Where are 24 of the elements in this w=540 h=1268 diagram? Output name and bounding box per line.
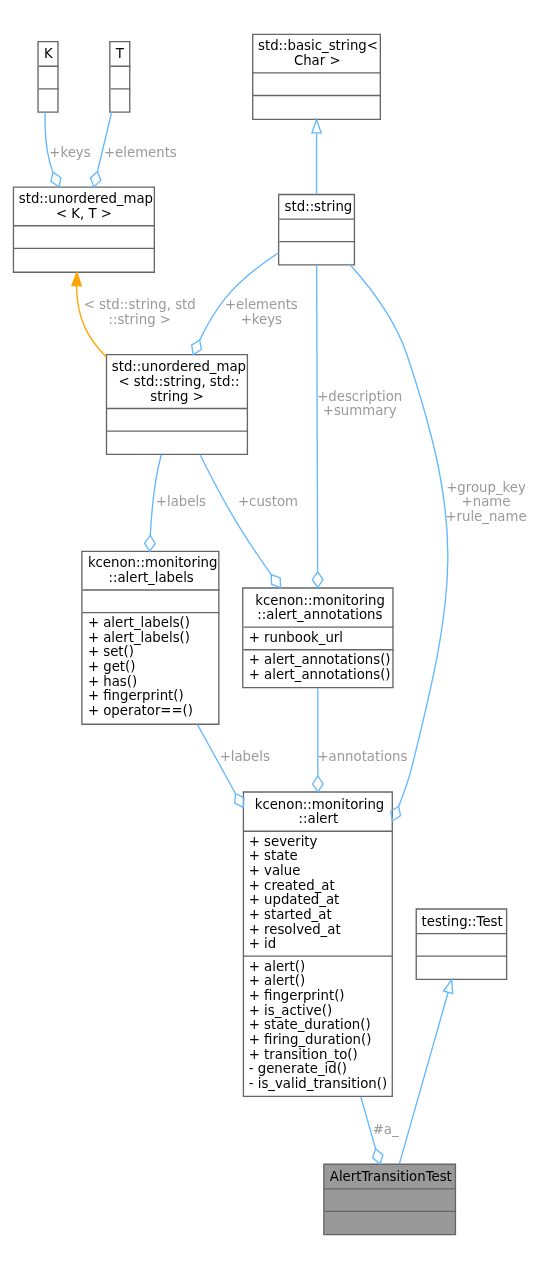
arrow [398,977,454,1165]
edge-label: #a_ [372,1121,399,1137]
connector [311,264,324,589]
connector [44,111,62,188]
edge-label: +keys [49,144,91,160]
edge-label: +elements +keys [224,296,298,327]
arrow [70,269,107,357]
edge-label: +group_key +name +rule_name [445,479,527,524]
connector [349,263,449,822]
edge-label: +annotations [317,748,408,764]
connector [360,1095,384,1165]
connector [196,723,245,808]
edge-label: +labels [155,493,207,509]
edge-label: +labels [219,748,270,764]
arrow [310,117,323,195]
connector [311,686,324,793]
connector [89,111,113,188]
edge-label: +custom [237,493,299,509]
connector [190,251,280,356]
edge-label: +description +summary [317,388,403,418]
connector [199,453,282,588]
edge-label: +elements [103,144,177,160]
connector [143,453,162,553]
edge-label: < std::string, std ::string > [83,296,196,327]
